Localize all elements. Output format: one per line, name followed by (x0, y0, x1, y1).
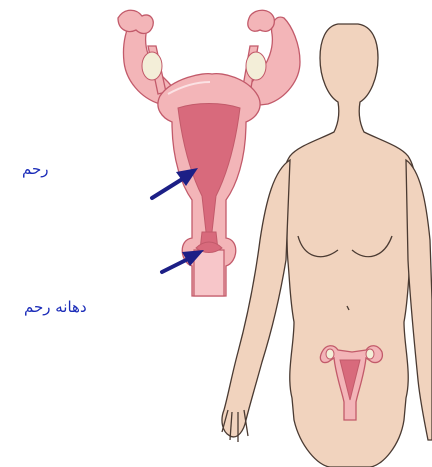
uterus-label: رحم (22, 160, 49, 178)
right-arm (406, 160, 432, 440)
right-fimbriae (248, 10, 274, 31)
uterus-arrow-shaft (152, 178, 184, 198)
cervix-arrow-shaft (162, 258, 190, 272)
cervix-label: دهانه رحم (24, 298, 87, 316)
left-ovary (142, 52, 162, 80)
left-arm (222, 160, 290, 437)
right-ovary (246, 52, 266, 80)
left-fimbriae (118, 10, 153, 33)
vaginal-canal (194, 250, 224, 296)
